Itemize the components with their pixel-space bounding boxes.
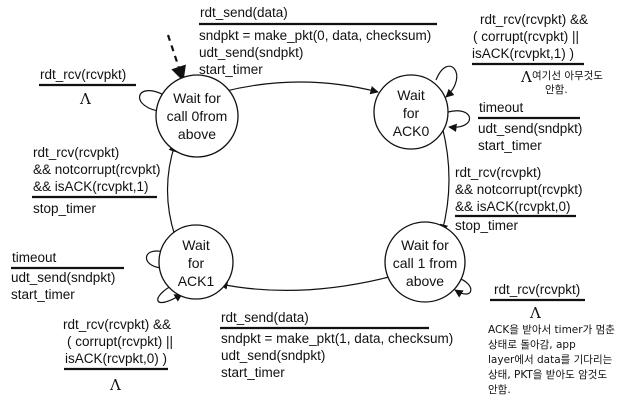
action-text: udt_send(sndpkt) bbox=[221, 348, 325, 363]
state-label: call 1 from bbox=[393, 255, 458, 271]
event-text: rdt_rcv(rcvpkt) bbox=[494, 282, 580, 297]
state-label: call 0from bbox=[167, 108, 228, 124]
lambda-symbol: Λ bbox=[529, 304, 541, 322]
event-text: rdt_rcv(rcvpkt) bbox=[33, 145, 119, 160]
annotation-note: 여기선 아무것도 bbox=[532, 70, 603, 82]
annotation-note: layer에서 data를 기다리는 bbox=[488, 354, 613, 366]
state-label: for bbox=[188, 255, 205, 271]
lambda-symbol: Λ bbox=[79, 90, 91, 108]
state-label: Wait for bbox=[401, 237, 449, 253]
label-ack1-self-corrupt: rdt_rcv(rcvpkt) && ( corrupt(rcvpkt) || … bbox=[63, 317, 173, 394]
event-text: rdt_send(data) bbox=[200, 5, 288, 20]
label-call0-self: rdt_rcv(rcvpkt) Λ bbox=[39, 67, 136, 108]
event-text: timeout bbox=[12, 250, 57, 265]
event-text: rdt_rcv(rcvpkt) bbox=[455, 165, 541, 180]
event-text: timeout bbox=[479, 100, 524, 115]
action-text: udt_send(sndpkt) bbox=[11, 270, 115, 285]
event-text: rdt_rcv(rcvpkt) bbox=[40, 67, 126, 82]
action-text: stop_timer bbox=[455, 218, 519, 233]
edge-call1-to-ack1 bbox=[219, 275, 394, 291]
edge-ack1-to-call0 bbox=[166, 143, 177, 237]
action-text: start_timer bbox=[199, 62, 263, 77]
loop-call1 bbox=[454, 277, 472, 298]
label-ack0-timeout: timeout udt_send(sndpkt) start_timer bbox=[478, 100, 582, 153]
loop-ack0-timeout bbox=[447, 110, 471, 132]
state-label: ACK0 bbox=[393, 123, 430, 139]
state-wait-ack0: Wait for ACK0 bbox=[373, 74, 449, 150]
event-text: rdt_send(data) bbox=[221, 310, 309, 325]
state-label: Wait for bbox=[173, 90, 221, 106]
edge-ack0-to-call1 bbox=[439, 125, 450, 233]
state-label: above bbox=[406, 273, 444, 289]
action-text: stop_timer bbox=[33, 201, 97, 216]
event-text: ( corrupt(rcvpkt) || bbox=[473, 29, 579, 44]
label-call0-to-ack0: rdt_send(data) sndpkt = make_pkt(0, data… bbox=[199, 5, 437, 77]
annotation-note: ACK을 받아서 timer가 멈춘 bbox=[488, 324, 615, 336]
label-ack1-timeout: timeout udt_send(sndpkt) start_timer bbox=[11, 250, 124, 302]
event-text: isACK(rcvpkt,1) ) bbox=[472, 46, 574, 61]
label-ack1-to-call0: rdt_rcv(rcvpkt) && notcorrupt(rcvpkt) &&… bbox=[32, 145, 161, 216]
state-label: for bbox=[403, 105, 420, 121]
action-text: start_timer bbox=[478, 138, 542, 153]
loop-call0 bbox=[139, 90, 165, 116]
label-ack0-self-corrupt: rdt_rcv(rcvpkt) && ( corrupt(rcvpkt) || … bbox=[472, 12, 603, 96]
edge-call0-to-ack0 bbox=[221, 81, 379, 95]
annotation-note: 상태로 돌아감, app bbox=[488, 339, 576, 351]
action-text: sndpkt = make_pkt(0, data, checksum) bbox=[199, 28, 431, 43]
state-wait-call0: Wait for call 0from above bbox=[155, 74, 239, 158]
state-wait-ack1: Wait for ACK1 bbox=[158, 224, 234, 300]
lambda-symbol: Λ bbox=[109, 376, 121, 394]
state-label: above bbox=[178, 126, 216, 142]
state-label: ACK1 bbox=[178, 273, 215, 289]
event-text: && isACK(rcvpkt,1) bbox=[33, 179, 149, 194]
event-text: && notcorrupt(rcvpkt) bbox=[33, 162, 161, 177]
event-text: ( corrupt(rcvpkt) || bbox=[67, 334, 173, 349]
annotation-note: 안함. bbox=[545, 84, 568, 96]
state-label: Wait bbox=[397, 87, 425, 103]
loop-ack0-top bbox=[435, 65, 458, 98]
event-text: rdt_rcv(rcvpkt) && bbox=[63, 317, 171, 332]
annotation-note: 상태, PKT을 받아도 암것도 bbox=[488, 369, 607, 381]
annotation-note: 안함. bbox=[488, 384, 511, 396]
label-call1-self: rdt_rcv(rcvpkt) Λ ACK을 받아서 timer가 멈춘 상태로… bbox=[488, 282, 615, 396]
action-text: udt_send(sndpkt) bbox=[478, 121, 582, 136]
event-text: rdt_rcv(rcvpkt) && bbox=[480, 12, 588, 27]
action-text: start_timer bbox=[221, 365, 285, 380]
initial-arrow bbox=[166, 34, 186, 82]
action-text: start_timer bbox=[11, 287, 75, 302]
action-text: sndpkt = make_pkt(1, data, checksum) bbox=[221, 331, 453, 346]
lambda-symbol: Λ bbox=[520, 68, 532, 86]
event-text: isACK(rcvpkt,0) ) bbox=[65, 351, 167, 366]
label-call1-to-ack1: rdt_send(data) sndpkt = make_pkt(1, data… bbox=[220, 310, 453, 380]
state-label: Wait bbox=[182, 237, 210, 253]
event-text: && isACK(rcvpkt,0) bbox=[455, 199, 571, 214]
label-ack0-to-call1: rdt_rcv(rcvpkt) && notcorrupt(rcvpkt) &&… bbox=[455, 165, 583, 233]
event-text: && notcorrupt(rcvpkt) bbox=[455, 182, 583, 197]
state-wait-call1: Wait for call 1 from above bbox=[384, 221, 466, 303]
action-text: udt_send(sndpkt) bbox=[199, 45, 303, 60]
